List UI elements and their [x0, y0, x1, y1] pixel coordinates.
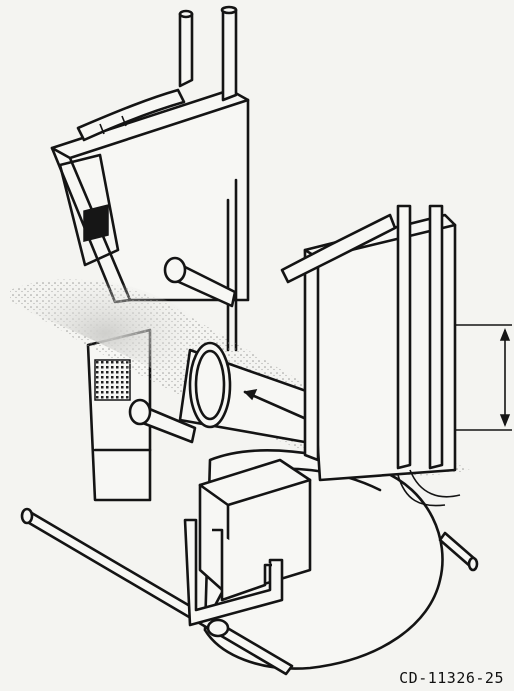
right-coil — [280, 204, 461, 507]
dimension-marker — [455, 324, 512, 431]
coolant-tubes-top — [76, 5, 238, 142]
lower-housing — [86, 328, 152, 502]
rod-stub — [438, 531, 479, 572]
figure-caption: CD-11326-25 — [399, 669, 504, 687]
front-block — [183, 458, 312, 638]
electrode-ports — [128, 256, 237, 444]
